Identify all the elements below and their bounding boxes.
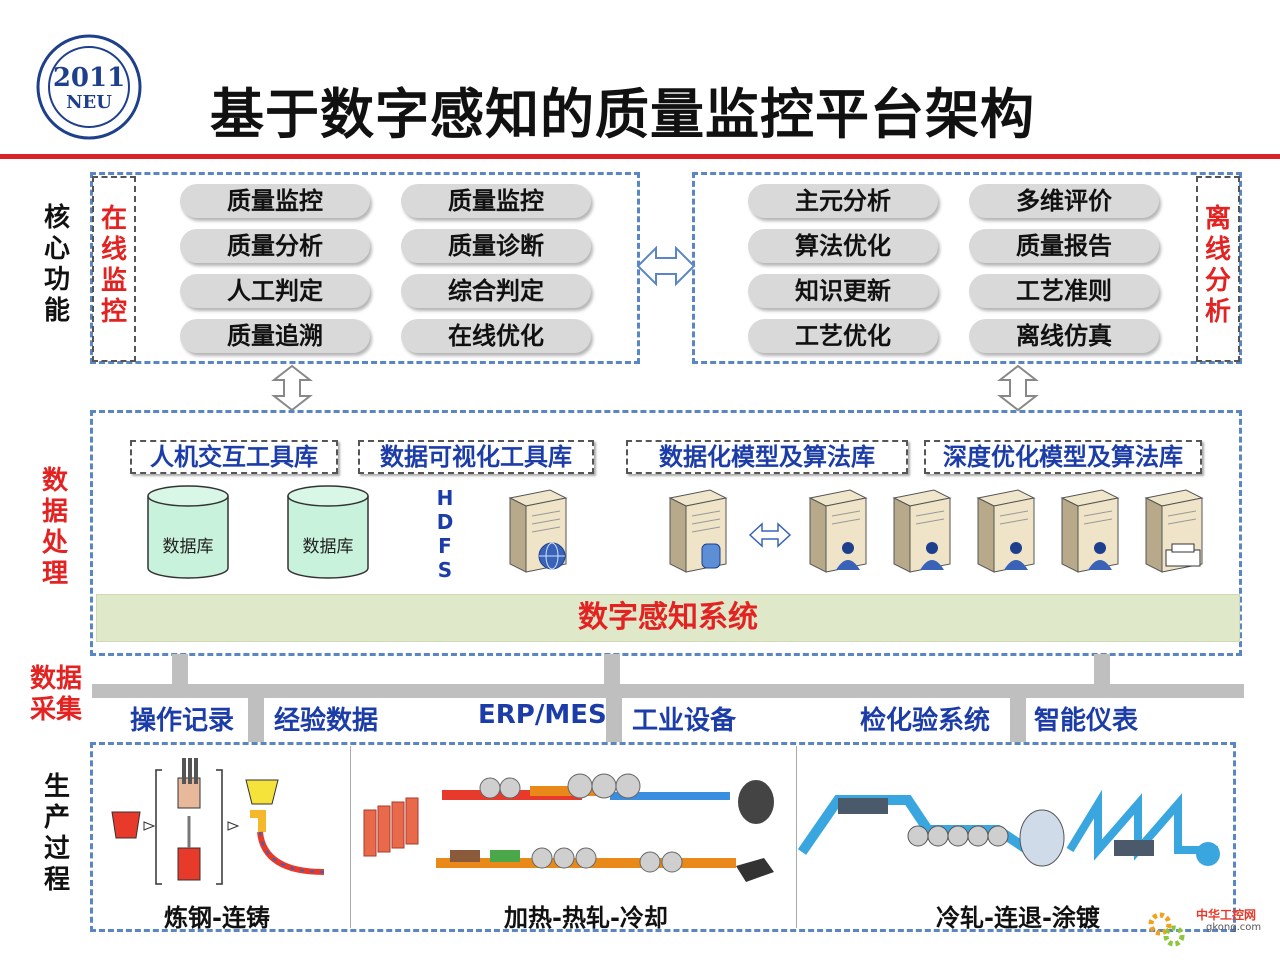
online-monitoring-panel xyxy=(90,172,640,364)
bus-divider xyxy=(1010,698,1026,742)
steelmaking-casting-illustration xyxy=(111,758,325,885)
library-header: 数据可视化工具库 xyxy=(358,440,594,474)
web-server-icon xyxy=(508,489,568,573)
database-label: 数据库 xyxy=(302,537,354,557)
exchange-arrow-icon xyxy=(748,522,792,548)
offline-pill: 多维评价 xyxy=(969,184,1159,218)
online-pill: 在线优化 xyxy=(401,319,591,353)
bus-connector xyxy=(172,654,188,686)
offline-label-box xyxy=(1196,176,1240,362)
online-label-box xyxy=(92,176,136,362)
offline-pill: 离线仿真 xyxy=(969,319,1159,353)
row-label-core: 核心功能 xyxy=(43,203,70,326)
online-pill: 质量追溯 xyxy=(180,319,370,353)
cold-rolling-illustration xyxy=(798,790,1220,867)
online-pill: 质量监控 xyxy=(180,184,370,218)
online-pill: 质量监控 xyxy=(401,184,591,218)
watermark-name: 中华工控网 xyxy=(1196,908,1257,922)
double-arrow-vertical-icon xyxy=(271,364,313,412)
offline-pill: 知识更新 xyxy=(748,274,938,308)
page-title: 基于数字感知的质量监控平台架构 xyxy=(210,83,1035,146)
row-label-collection: 数据采集 xyxy=(29,664,82,725)
library-header: 人机交互工具库 xyxy=(130,440,338,474)
printer-server-icon xyxy=(1144,489,1204,573)
row-label-production: 生产过程 xyxy=(43,772,70,895)
online-pill: 质量分析 xyxy=(180,229,370,263)
offline-pill: 工艺优化 xyxy=(748,319,938,353)
user-server-icon xyxy=(976,489,1036,573)
source-label: 操作记录 xyxy=(130,706,235,736)
user-server-icon xyxy=(808,489,868,573)
user-server-icon xyxy=(1060,489,1120,573)
hot-rolling-illustration xyxy=(363,773,774,882)
database-server-icon xyxy=(668,489,728,573)
offline-pill: 工艺准则 xyxy=(969,274,1159,308)
process-label: 炼钢-连铸 xyxy=(164,904,270,932)
double-arrow-horizontal-icon xyxy=(636,245,696,287)
process-label: 冷轧-连退-涂镀 xyxy=(936,904,1100,932)
bus-connector xyxy=(1094,654,1110,686)
process-label: 加热-热轧-冷却 xyxy=(504,904,668,932)
title-divider xyxy=(0,154,1280,159)
gear-watermark-icon xyxy=(1148,912,1185,947)
online-label: 在线监控 xyxy=(100,204,127,327)
svg-text:NEU: NEU xyxy=(66,92,112,113)
source-label: ERP/MES xyxy=(478,700,607,730)
source-label: 工业设备 xyxy=(632,706,737,736)
process-divider xyxy=(796,746,797,928)
production-process-panel xyxy=(90,742,1236,932)
database-label: 数据库 xyxy=(162,537,214,557)
database-icon xyxy=(287,485,369,579)
data-processing-panel xyxy=(90,410,1242,656)
university-logo: 2011 NEU xyxy=(36,34,142,140)
library-header: 数据化模型及算法库 xyxy=(626,440,908,474)
online-pill: 综合判定 xyxy=(401,274,591,308)
bus-divider xyxy=(248,698,264,742)
digital-perception-system-bar: 数字感知系统 xyxy=(96,594,1240,642)
database-icon xyxy=(147,485,229,579)
online-pill: 人工判定 xyxy=(180,274,370,308)
library-header: 深度优化模型及算法库 xyxy=(924,440,1202,474)
process-divider xyxy=(350,746,351,928)
offline-pill: 质量报告 xyxy=(969,229,1159,263)
watermark-url: gkong.com xyxy=(1206,922,1262,933)
offline-pill: 算法优化 xyxy=(748,229,938,263)
svg-text:2011: 2011 xyxy=(53,63,125,93)
online-pill: 质量诊断 xyxy=(401,229,591,263)
offline-analysis-panel xyxy=(692,172,1242,364)
data-bus xyxy=(92,684,1244,698)
bus-connector xyxy=(604,654,620,686)
source-label: 智能仪表 xyxy=(1034,706,1139,736)
offline-label: 离线分析 xyxy=(1204,204,1231,327)
source-label: 检化验系统 xyxy=(860,706,991,736)
row-label-processing: 数据处理 xyxy=(41,466,68,589)
double-arrow-vertical-icon xyxy=(997,364,1039,412)
bus-divider xyxy=(606,698,622,742)
source-label: 经验数据 xyxy=(274,706,379,736)
user-server-icon xyxy=(892,489,952,573)
offline-pill: 主元分析 xyxy=(748,184,938,218)
